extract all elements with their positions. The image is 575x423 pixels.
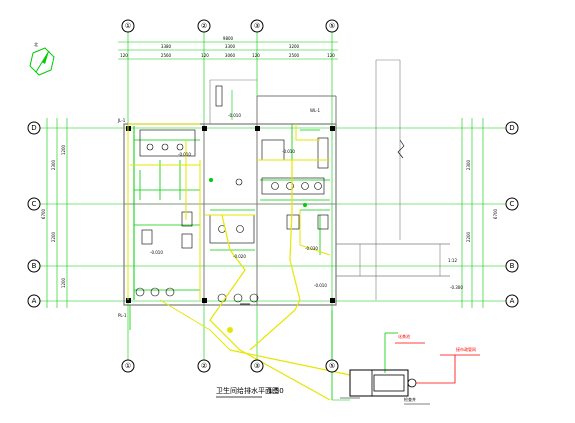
dim-top-r2-6: 120	[327, 53, 335, 58]
axis-top-0: ①	[125, 22, 131, 30]
dim-top-r2-3: 3060	[225, 53, 236, 58]
pipe-tag-2: WL-1	[310, 108, 321, 113]
axis-right-3: A	[510, 297, 515, 305]
elev-1: -0.010	[178, 152, 191, 157]
side-dimensions: 6700 2300 2200 1200 1200 6700 2300 2200	[41, 118, 498, 308]
axis-left-2: B	[32, 262, 37, 270]
pipe-tag-0: JL-1	[117, 118, 126, 123]
annot-outlet: 接市政管网	[456, 346, 476, 352]
axis-bottom-3: ⑤	[329, 362, 335, 370]
elev-0: -0.010	[228, 113, 241, 118]
septic-tank: 化粪池 接市政管网 检查井	[340, 333, 480, 405]
dim-side-3: 1200	[61, 277, 66, 288]
elevation-labels: -0.010 -0.010 -0.010 -0.010 -0.020 -0.03…	[150, 113, 463, 290]
elev-2: -0.010	[150, 250, 163, 255]
dim-top-r2-0: 120	[120, 53, 128, 58]
dim-top-r2-4: 120	[252, 53, 260, 58]
walls	[123, 59, 450, 306]
dim-top-r2-5: 2500	[289, 53, 300, 58]
dim-side-2: 1200	[61, 144, 66, 155]
water-supply-pipes	[129, 90, 398, 401]
axis-bottom-2: ③	[254, 362, 260, 370]
axis-bubbles-bottom: ① ② ③ ⑤	[121, 359, 339, 373]
north-label: 北	[34, 41, 38, 47]
axis-left-1: C	[32, 200, 37, 208]
dim-top-r1-1: 3300	[225, 44, 236, 49]
axis-bottom-1: ②	[201, 362, 207, 370]
axis-top-2: ③	[254, 22, 260, 30]
axis-bubbles-top: ① ② ③ ⑤	[121, 19, 339, 33]
axis-bubbles-right: D C B A	[505, 121, 519, 308]
dim-top-r2-2: 120	[201, 53, 209, 58]
axis-top-1: ②	[201, 22, 207, 30]
elev-7: -0.010	[314, 283, 327, 288]
pipe-tag-1: PL-1	[118, 313, 127, 318]
title-scale: 1:50	[268, 387, 284, 395]
dim-top-r1-0: 3380	[161, 44, 172, 49]
axis-lines	[40, 32, 512, 360]
pipe-tags: JL-1 PL-1 WL-1	[117, 108, 321, 318]
axis-top-3: ⑤	[329, 22, 335, 30]
dim-side-r0: 2300	[466, 159, 471, 170]
elev-4: -0.020	[233, 254, 246, 259]
annot-stair: 1:12	[448, 258, 457, 263]
elev-5: -0.030	[305, 246, 318, 251]
elev-3: -0.010	[282, 149, 295, 154]
drainage-pipes	[127, 123, 351, 401]
axis-bubbles-left: D C B A	[27, 121, 41, 308]
elev-6: -0.300	[450, 285, 463, 290]
axis-bottom-0: ①	[125, 362, 131, 370]
top-dimensions: 9800 3380 3300 3200 120 2560 120 3060 12…	[118, 36, 338, 60]
dim-side-total-left: 6700	[41, 208, 46, 219]
axis-right-1: C	[510, 200, 515, 208]
dim-top-total: 9800	[223, 36, 234, 41]
axis-left-0: D	[31, 124, 36, 132]
dim-top-r1-2: 3200	[289, 44, 300, 49]
title-text: 卫生间给排水平面图	[216, 386, 279, 395]
dim-side-1: 2200	[51, 231, 56, 242]
drawing-title: 卫生间给排水平面图 1:50	[216, 386, 284, 398]
dim-top-r2-1: 2560	[161, 53, 172, 58]
annot-well: 检查井	[404, 396, 416, 402]
dim-side-total-right: 6700	[493, 208, 498, 219]
axis-left-3: A	[32, 297, 37, 305]
dim-side-r1: 2200	[466, 231, 471, 242]
axis-right-0: D	[509, 124, 514, 132]
axis-right-2: B	[510, 262, 515, 270]
dim-side-0: 2300	[51, 159, 56, 170]
annot-pit: 化粪池	[398, 333, 410, 339]
north-arrow-icon: 北	[29, 41, 55, 76]
